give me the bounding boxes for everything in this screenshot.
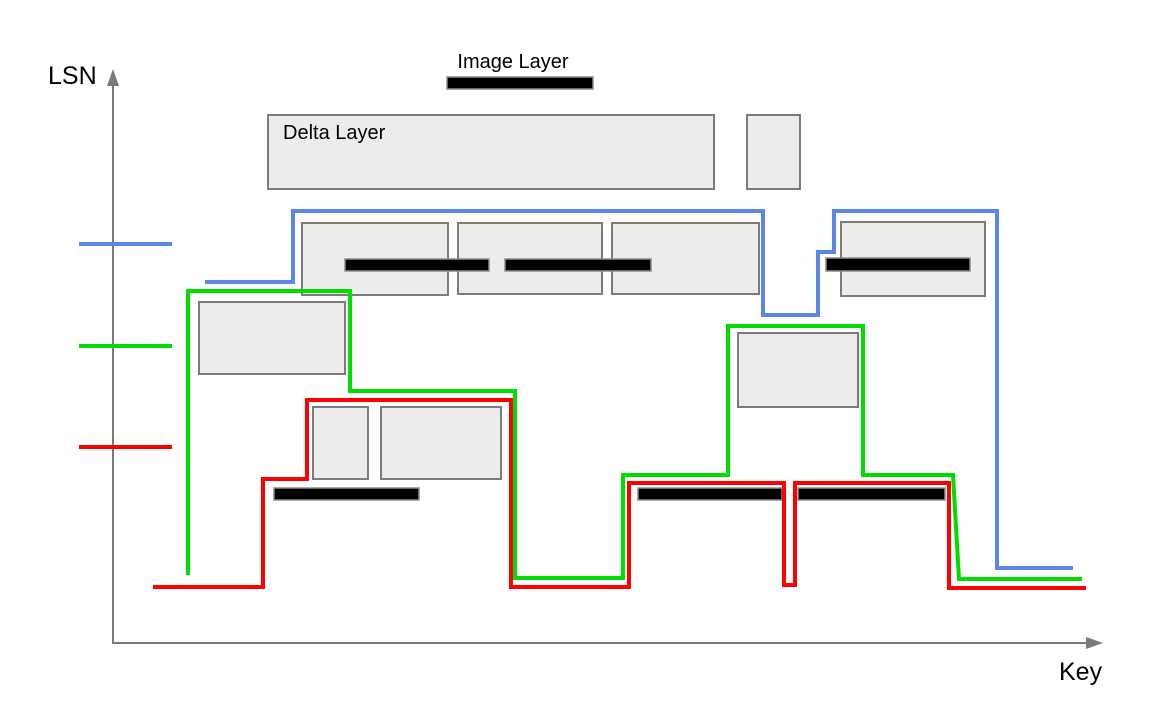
x-axis-arrowhead-icon <box>1086 637 1103 649</box>
image-layer-bar-5 <box>273 487 420 501</box>
image-layer-bar-4 <box>825 257 971 272</box>
delta-layer-rect-5 <box>611 222 760 295</box>
image-layer-legend-bar-1 <box>446 76 594 90</box>
image-layer-bar-3 <box>504 258 652 272</box>
green-search-path <box>186 289 1082 581</box>
key-axis-label: Key <box>1059 658 1103 686</box>
image-layer-bar-2 <box>344 258 490 272</box>
delta-layer-legend-label: Delta Layer <box>283 122 386 144</box>
delta-layer-legend-rect-1 <box>267 114 715 190</box>
lsn-axis-label: LSN <box>48 62 97 90</box>
delta-layer-rect-7 <box>198 301 346 375</box>
image-layer-bar-7 <box>797 487 946 501</box>
blue-search-path <box>205 209 1073 570</box>
image-layer-legend-label: Image Layer <box>457 51 569 73</box>
y-axis-arrowhead-icon <box>107 69 119 86</box>
red-search-path <box>153 398 1086 590</box>
delta-layer-rect-10 <box>737 332 859 408</box>
image-layer-bar-6 <box>637 487 783 501</box>
delta-layer-rect-2 <box>746 114 801 190</box>
delta-layer-rect-8 <box>312 406 369 480</box>
delta-layer-rect-9 <box>380 406 502 480</box>
